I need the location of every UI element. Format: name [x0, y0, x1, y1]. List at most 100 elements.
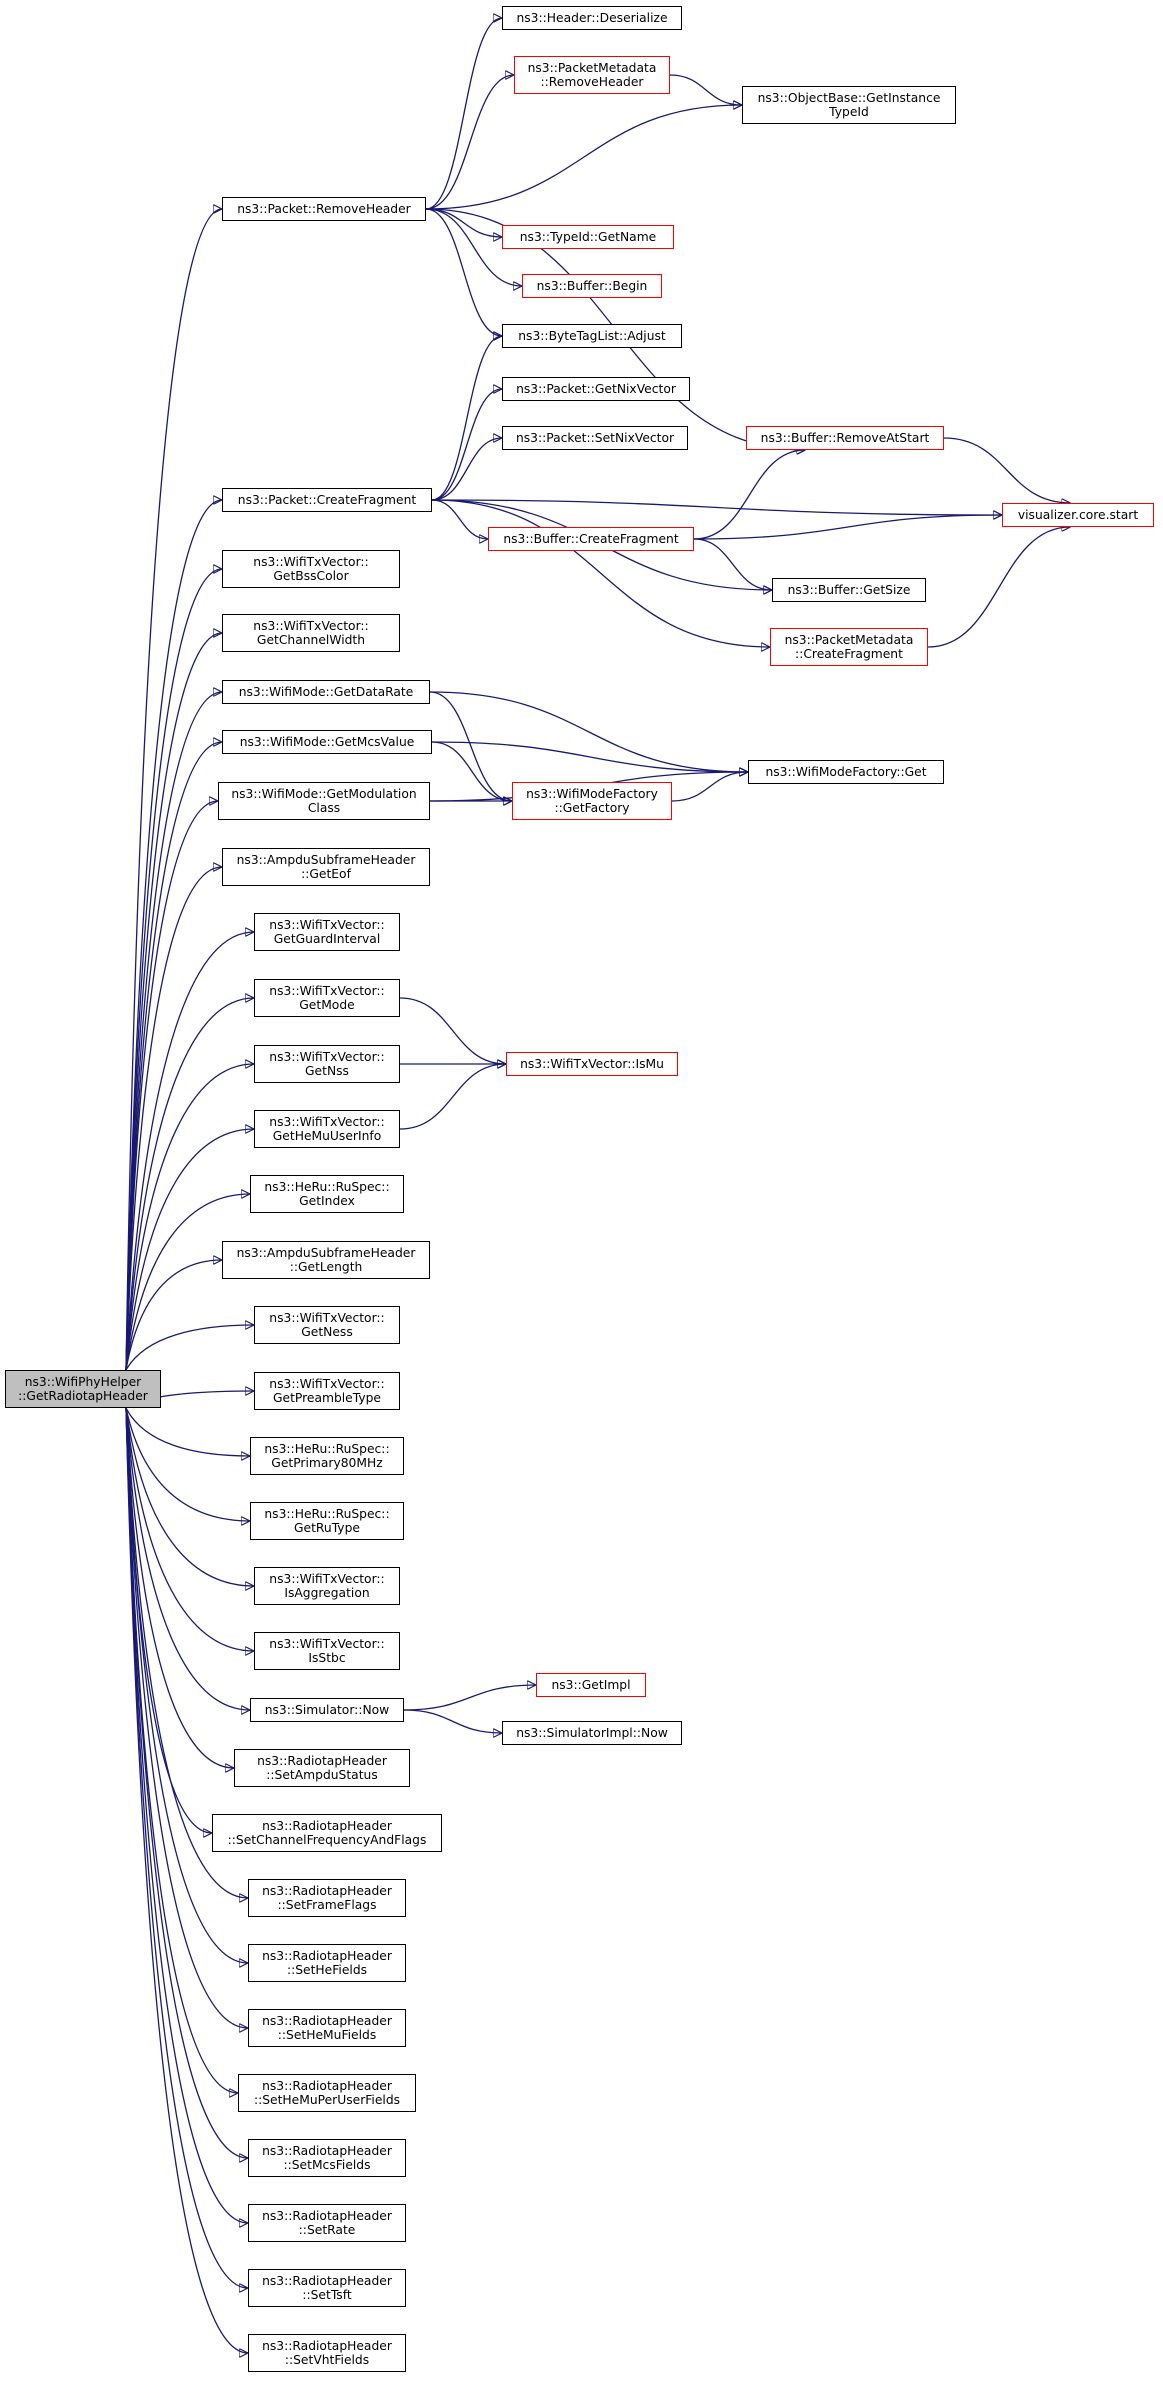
edge-pkt_frag-to-get_nix	[431, 389, 503, 501]
node-wifitxvector-getmode[interactable]: ns3::WifiTxVector::GetMode	[254, 979, 400, 1017]
node-visualizer-core-start[interactable]: visualizer.core.start	[1002, 503, 1154, 527]
edge-pkt_frag-to-buf_frag	[431, 499, 489, 539]
edge-pkt_remove-to-btl_adjust	[425, 208, 503, 336]
node-label: ns3::WifiMode::GetDataRate	[238, 685, 414, 699]
edge-root-to-eof	[125, 867, 222, 1371]
node-label: ns3::Packet::GetNixVector	[516, 382, 676, 396]
node-line: ::SetVhtFields	[284, 2353, 370, 2367]
node-packetmetadata-createfragment[interactable]: ns3::PacketMetadata::CreateFragment	[770, 628, 928, 666]
node-packet-removeheader[interactable]: ns3::Packet::RemoveHeader	[222, 197, 426, 221]
edge-pkt_remove-to-objbase	[425, 105, 742, 210]
node-label: ns3::Simulator::Now	[264, 1703, 390, 1717]
node-line: GetGuardInterval	[273, 932, 381, 946]
node-line: ns3::RadiotapHeader	[262, 1819, 392, 1833]
edge-pkt_frag-to-pm_frag	[431, 499, 770, 647]
node-simulator-now[interactable]: ns3::Simulator::Now	[250, 1698, 404, 1722]
node-label: ns3::Buffer::CreateFragment	[503, 532, 679, 546]
edge-root-to-sim_now	[125, 1407, 250, 1710]
edge-root-to-isstbc	[125, 1407, 254, 1651]
node-wifimode-getdatarate[interactable]: ns3::WifiMode::GetDataRate	[222, 680, 430, 704]
node-wifitxvector-getnss[interactable]: ns3::WifiTxVector::GetNss	[254, 1045, 400, 1083]
edge-root-to-ru_index	[125, 1194, 250, 1371]
node-line: ns3::WifiModeFactory::Get	[765, 765, 927, 779]
node-simulatorimpl-now[interactable]: ns3::SimulatorImpl::Now	[502, 1721, 682, 1745]
node-ampdusubframeheader-geteof[interactable]: ns3::AmpduSubframeHeader::GetEof	[222, 848, 430, 886]
node-line: ns3::RadiotapHeader	[262, 1949, 392, 1963]
node-packet-createfragment[interactable]: ns3::Packet::CreateFragment	[222, 488, 432, 512]
node-line: TypeId	[829, 105, 869, 119]
node-root: ns3::WifiPhyHelper::GetRadiotapHeader	[5, 1370, 161, 1408]
node-heru-ruspec-getindex[interactable]: ns3::HeRu::RuSpec::GetIndex	[250, 1175, 404, 1213]
node-radiotapheader-setchannelfrequencyandflags[interactable]: ns3::RadiotapHeader::SetChannelFrequency…	[212, 1814, 442, 1852]
edge-pkt_remove-to-pm_remove	[425, 75, 514, 210]
node-line: ns3::RadiotapHeader	[262, 2014, 392, 2028]
node-line: ::SetAmpduStatus	[266, 1768, 378, 1782]
node-typeid-getname[interactable]: ns3::TypeId::GetName	[502, 225, 674, 249]
node-wifimodefactory-get[interactable]: ns3::WifiModeFactory::Get	[748, 760, 944, 784]
node-radiotapheader-setvhtfields[interactable]: ns3::RadiotapHeader::SetVhtFields	[248, 2334, 406, 2372]
edge-mcs-to-wmf_get	[431, 741, 748, 772]
node-buffer-createfragment[interactable]: ns3::Buffer::CreateFragment	[488, 527, 694, 551]
node-line: ::CreateFragment	[795, 647, 903, 661]
node-line: ::SetHeFields	[286, 1963, 368, 1977]
edge-buf_frag-to-vis_start	[693, 515, 1002, 540]
node-buffer-removeatstart[interactable]: ns3::Buffer::RemoveAtStart	[746, 426, 944, 450]
node-wifitxvector-gethemuuserinfo[interactable]: ns3::WifiTxVector::GetHeMuUserInfo	[254, 1110, 400, 1148]
node-label: ns3::Buffer::GetSize	[787, 583, 911, 597]
node-radiotapheader-setframeflags[interactable]: ns3::RadiotapHeader::SetFrameFlags	[248, 1879, 406, 1917]
node-buffer-getsize[interactable]: ns3::Buffer::GetSize	[772, 578, 926, 602]
node-line: ::SetHeMuPerUserFields	[253, 2093, 401, 2107]
node-heru-ruspec-getprimary80mhz[interactable]: ns3::HeRu::RuSpec::GetPrimary80MHz	[250, 1437, 404, 1475]
node-packet-setnixvector[interactable]: ns3::Packet::SetNixVector	[502, 426, 688, 450]
node-line: ::SetHeMuFields	[277, 2028, 377, 2042]
node-radiotapheader-sethemuperuserfields[interactable]: ns3::RadiotapHeader::SetHeMuPerUserField…	[238, 2074, 416, 2112]
node-line: ns3::ObjectBase::GetInstance	[757, 91, 941, 105]
edge-root-to-hemu_fields	[125, 1407, 248, 2028]
edge-root-to-getmode	[125, 998, 254, 1371]
node-packet-getnixvector[interactable]: ns3::Packet::GetNixVector	[502, 377, 690, 401]
edge-pkt_remove-to-deserialize	[425, 18, 503, 210]
node-wifimode-getmcsvalue[interactable]: ns3::WifiMode::GetMcsValue	[222, 730, 432, 754]
edge-root-to-mcs	[125, 742, 222, 1371]
node-packetmetadata-removeheader[interactable]: ns3::PacketMetadata::RemoveHeader	[514, 56, 670, 94]
node-radiotapheader-setrate[interactable]: ns3::RadiotapHeader::SetRate	[248, 2204, 406, 2242]
node-wifitxvector-getbsscolor[interactable]: ns3::WifiTxVector::GetBssColor	[222, 550, 400, 588]
node-wifitxvector-getness[interactable]: ns3::WifiTxVector::GetNess	[254, 1306, 400, 1344]
node-radiotapheader-setmcsfields[interactable]: ns3::RadiotapHeader::SetMcsFields	[248, 2139, 406, 2177]
node-line: ns3::RadiotapHeader	[262, 2209, 392, 2223]
node-label: ns3::Packet::CreateFragment	[237, 493, 417, 507]
node-label: ns3::SimulatorImpl::Now	[516, 1726, 668, 1740]
node-wifitxvector-getguardinterval[interactable]: ns3::WifiTxVector::GetGuardInterval	[254, 913, 400, 951]
node-getimpl[interactable]: ns3::GetImpl	[536, 1673, 646, 1697]
node-label: visualizer.core.start	[1017, 508, 1139, 522]
node-radiotapheader-setampdustatus[interactable]: ns3::RadiotapHeader::SetAmpduStatus	[234, 1749, 410, 1787]
edge-buf_frag-to-buf_remove	[693, 450, 805, 540]
node-ampdusubframeheader-getlength[interactable]: ns3::AmpduSubframeHeader::GetLength	[222, 1241, 430, 1279]
edge-buf_remove-to-vis_start	[943, 437, 1070, 503]
node-bytetaglist-adjust[interactable]: ns3::ByteTagList::Adjust	[502, 324, 682, 348]
node-wifitxvector-isaggregation[interactable]: ns3::WifiTxVector::IsAggregation	[254, 1567, 400, 1605]
node-wifitxvector-isstbc[interactable]: ns3::WifiTxVector::IsStbc	[254, 1632, 400, 1670]
node-radiotapheader-sethefields[interactable]: ns3::RadiotapHeader::SetHeFields	[248, 1944, 406, 1982]
node-header-deserialize[interactable]: ns3::Header::Deserialize	[502, 6, 682, 30]
node-line: ns3::WifiTxVector::	[269, 1377, 385, 1391]
node-heru-ruspec-getrutype[interactable]: ns3::HeRu::RuSpec::GetRuType	[250, 1502, 404, 1540]
node-line: ns3::HeRu::RuSpec::	[264, 1180, 390, 1194]
node-label: ns3::Header::Deserialize	[516, 11, 668, 25]
node-buffer-begin[interactable]: ns3::Buffer::Begin	[522, 274, 662, 298]
node-radiotapheader-settsft[interactable]: ns3::RadiotapHeader::SetTsft	[248, 2269, 406, 2307]
node-wifitxvector-getpreambletype[interactable]: ns3::WifiTxVector::GetPreambleType	[254, 1372, 400, 1410]
node-line: ::GetEof	[301, 867, 351, 881]
node-line: ns3::RadiotapHeader	[262, 2339, 392, 2353]
node-wifimodefactory-getfactory[interactable]: ns3::WifiModeFactory::GetFactory	[512, 782, 672, 820]
node-line: GetPreambleType	[272, 1391, 381, 1405]
node-radiotapheader-sethemufields[interactable]: ns3::RadiotapHeader::SetHeMuFields	[248, 2009, 406, 2047]
node-line: ::GetFactory	[554, 801, 630, 815]
node-line: ns3::RadiotapHeader	[262, 1884, 392, 1898]
node-wifitxvector-ismu[interactable]: ns3::WifiTxVector::IsMu	[506, 1052, 678, 1076]
node-wifitxvector-getchannelwidth[interactable]: ns3::WifiTxVector::GetChannelWidth	[222, 614, 400, 652]
node-label: ns3::Packet::RemoveHeader	[237, 202, 411, 216]
